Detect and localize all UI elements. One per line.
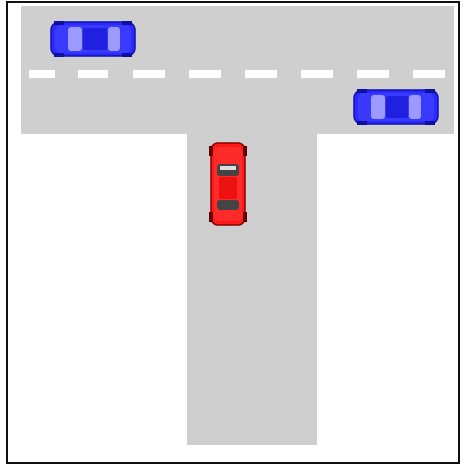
lane-dash (189, 70, 221, 78)
car-icon (353, 88, 439, 126)
lane-dash (357, 70, 389, 78)
lane-dash (301, 70, 333, 78)
side-road (187, 134, 317, 445)
blue-car-top-left (50, 20, 136, 58)
red-car-side-road (209, 142, 247, 226)
lane-dash (413, 70, 445, 78)
lane-dash (78, 70, 108, 78)
lane-dash (29, 70, 55, 78)
car-icon (209, 142, 247, 226)
lane-dash (245, 70, 277, 78)
blue-car-right (353, 88, 439, 126)
car-icon (50, 20, 136, 58)
lane-dash (133, 70, 165, 78)
